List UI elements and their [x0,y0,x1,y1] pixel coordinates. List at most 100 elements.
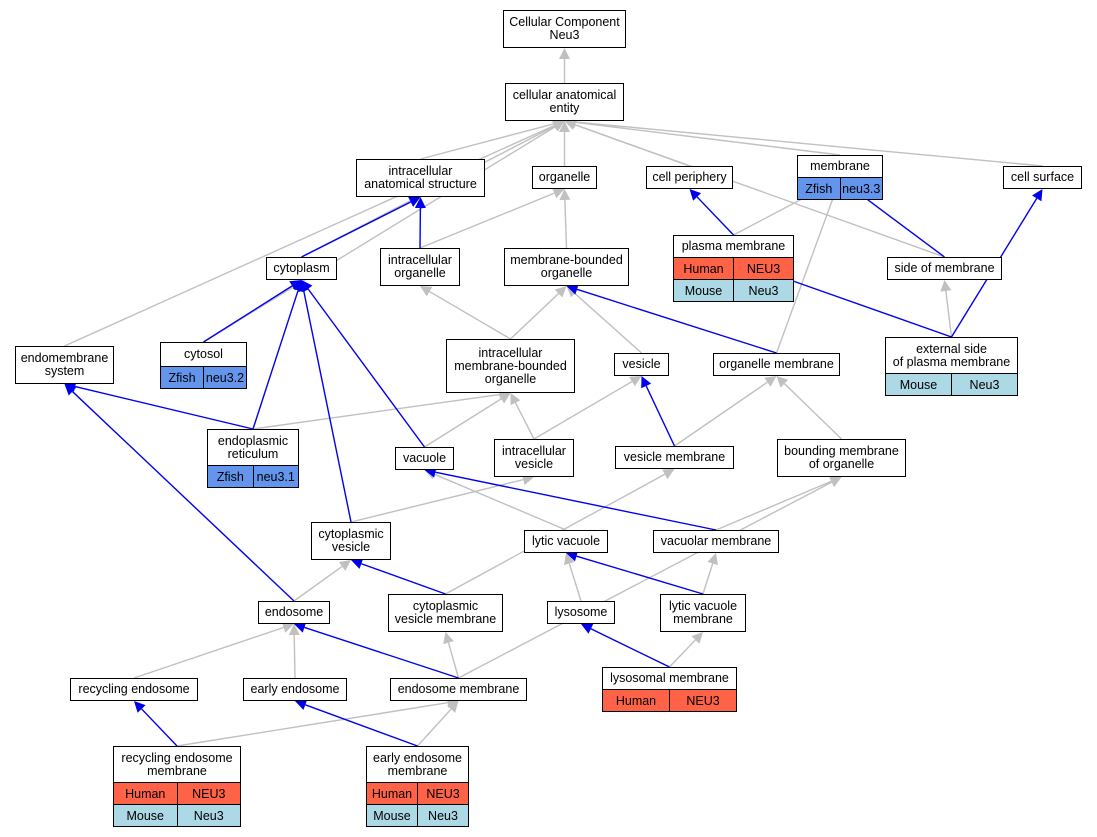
is-a-edge [424,398,502,448]
term-label: vacuole [396,448,453,469]
is-a-arrowhead [559,48,570,59]
is-a-edge [783,383,842,440]
term-label-line: side of membrane [894,261,995,275]
is-a-edge [447,642,460,679]
term-vesicle-membrane[interactable]: vesicle membrane [615,446,734,469]
part-of-arrowhead [641,376,652,389]
term-label-line: intracellular [502,444,566,458]
term-label: lysosomal membrane [603,668,736,689]
species-cell: Zfish [216,469,244,484]
part-of-arrowhead [581,623,594,634]
is-a-arrowhead [629,376,642,387]
term-early-endosome[interactable]: early endosome [243,678,347,701]
is-a-edge [293,565,343,602]
term-side-of-membrane[interactable]: side of membrane [887,257,1002,280]
is-a-edge [203,126,556,343]
term-organelle-membrane[interactable]: organelle membrane [713,353,840,376]
species-cell: Human [371,786,413,801]
term-label-line: cell periphery [652,170,727,184]
part-of-arrowhead [294,622,307,633]
is-a-arrowhead [288,624,300,636]
part-of-edge [141,708,178,747]
term-endosome-membrane[interactable]: endosome membrane [390,678,527,701]
gene-cell: NEU3 [176,783,241,804]
species-cell: Mouse [899,377,938,392]
species-cell: Mouse [684,283,723,298]
part-of-arrowhead [134,701,146,713]
term-label: cytosol [161,343,246,366]
term-cell-periphery[interactable]: cell periphery [646,166,733,189]
is-a-arrowhead [552,120,565,131]
term-label-line: organelle [394,266,446,280]
is-a-edge [420,123,555,160]
term-lysosome[interactable]: lysosome [547,601,615,624]
term-vacuolar-membrane[interactable]: vacuolar membrane [653,530,779,553]
term-label-line: endosome membrane [397,682,520,696]
term-label-line: Neu3 [549,28,580,42]
term-cytoplasm[interactable]: cytoplasm [266,257,337,280]
species-cell: Mouse [373,808,411,823]
gene-cell: neu3.1 [252,466,299,487]
term-label-line: organelle membrane [719,357,834,371]
term-endosome[interactable]: endosome [258,601,330,624]
is-a-edge [514,402,535,440]
is-a-edge [416,708,452,747]
term-vacuole[interactable]: vacuole [395,447,454,470]
term-label: lysosome [548,602,614,623]
is-a-arrowhead [554,286,567,298]
is-a-edge [434,473,567,531]
term-label-line: lytic vacuole [531,534,601,548]
term-label-line: vacuole [402,451,447,465]
term-vesicle[interactable]: vesicle [614,353,669,376]
species-cell: Human [683,261,724,276]
is-a-arrowhead [940,280,952,292]
gene-cell: neu3.3 [839,178,883,199]
term-cell-surface[interactable]: cell surface [1003,166,1082,189]
term-label: cell surface [1004,167,1081,188]
is-a-arrowhead [498,393,511,404]
species-cell: Mouse [126,808,165,823]
is-a-edge [419,192,555,249]
term-label-line: plasma membrane [681,239,786,253]
is-a-edge [674,381,768,447]
is-a-arrowhead [764,376,777,387]
part-of-arrowhead [414,197,426,209]
term-lytic-vacuole[interactable]: lytic vacuole [524,530,608,553]
term-recycling-endosome[interactable]: recycling endosome [70,678,198,701]
part-of-edge [252,290,299,430]
part-of-edge [304,626,459,679]
is-a-arrowhead [281,622,294,633]
term-organelle[interactable]: organelle [532,166,597,189]
term-label-line: recycling endosome [78,682,190,696]
